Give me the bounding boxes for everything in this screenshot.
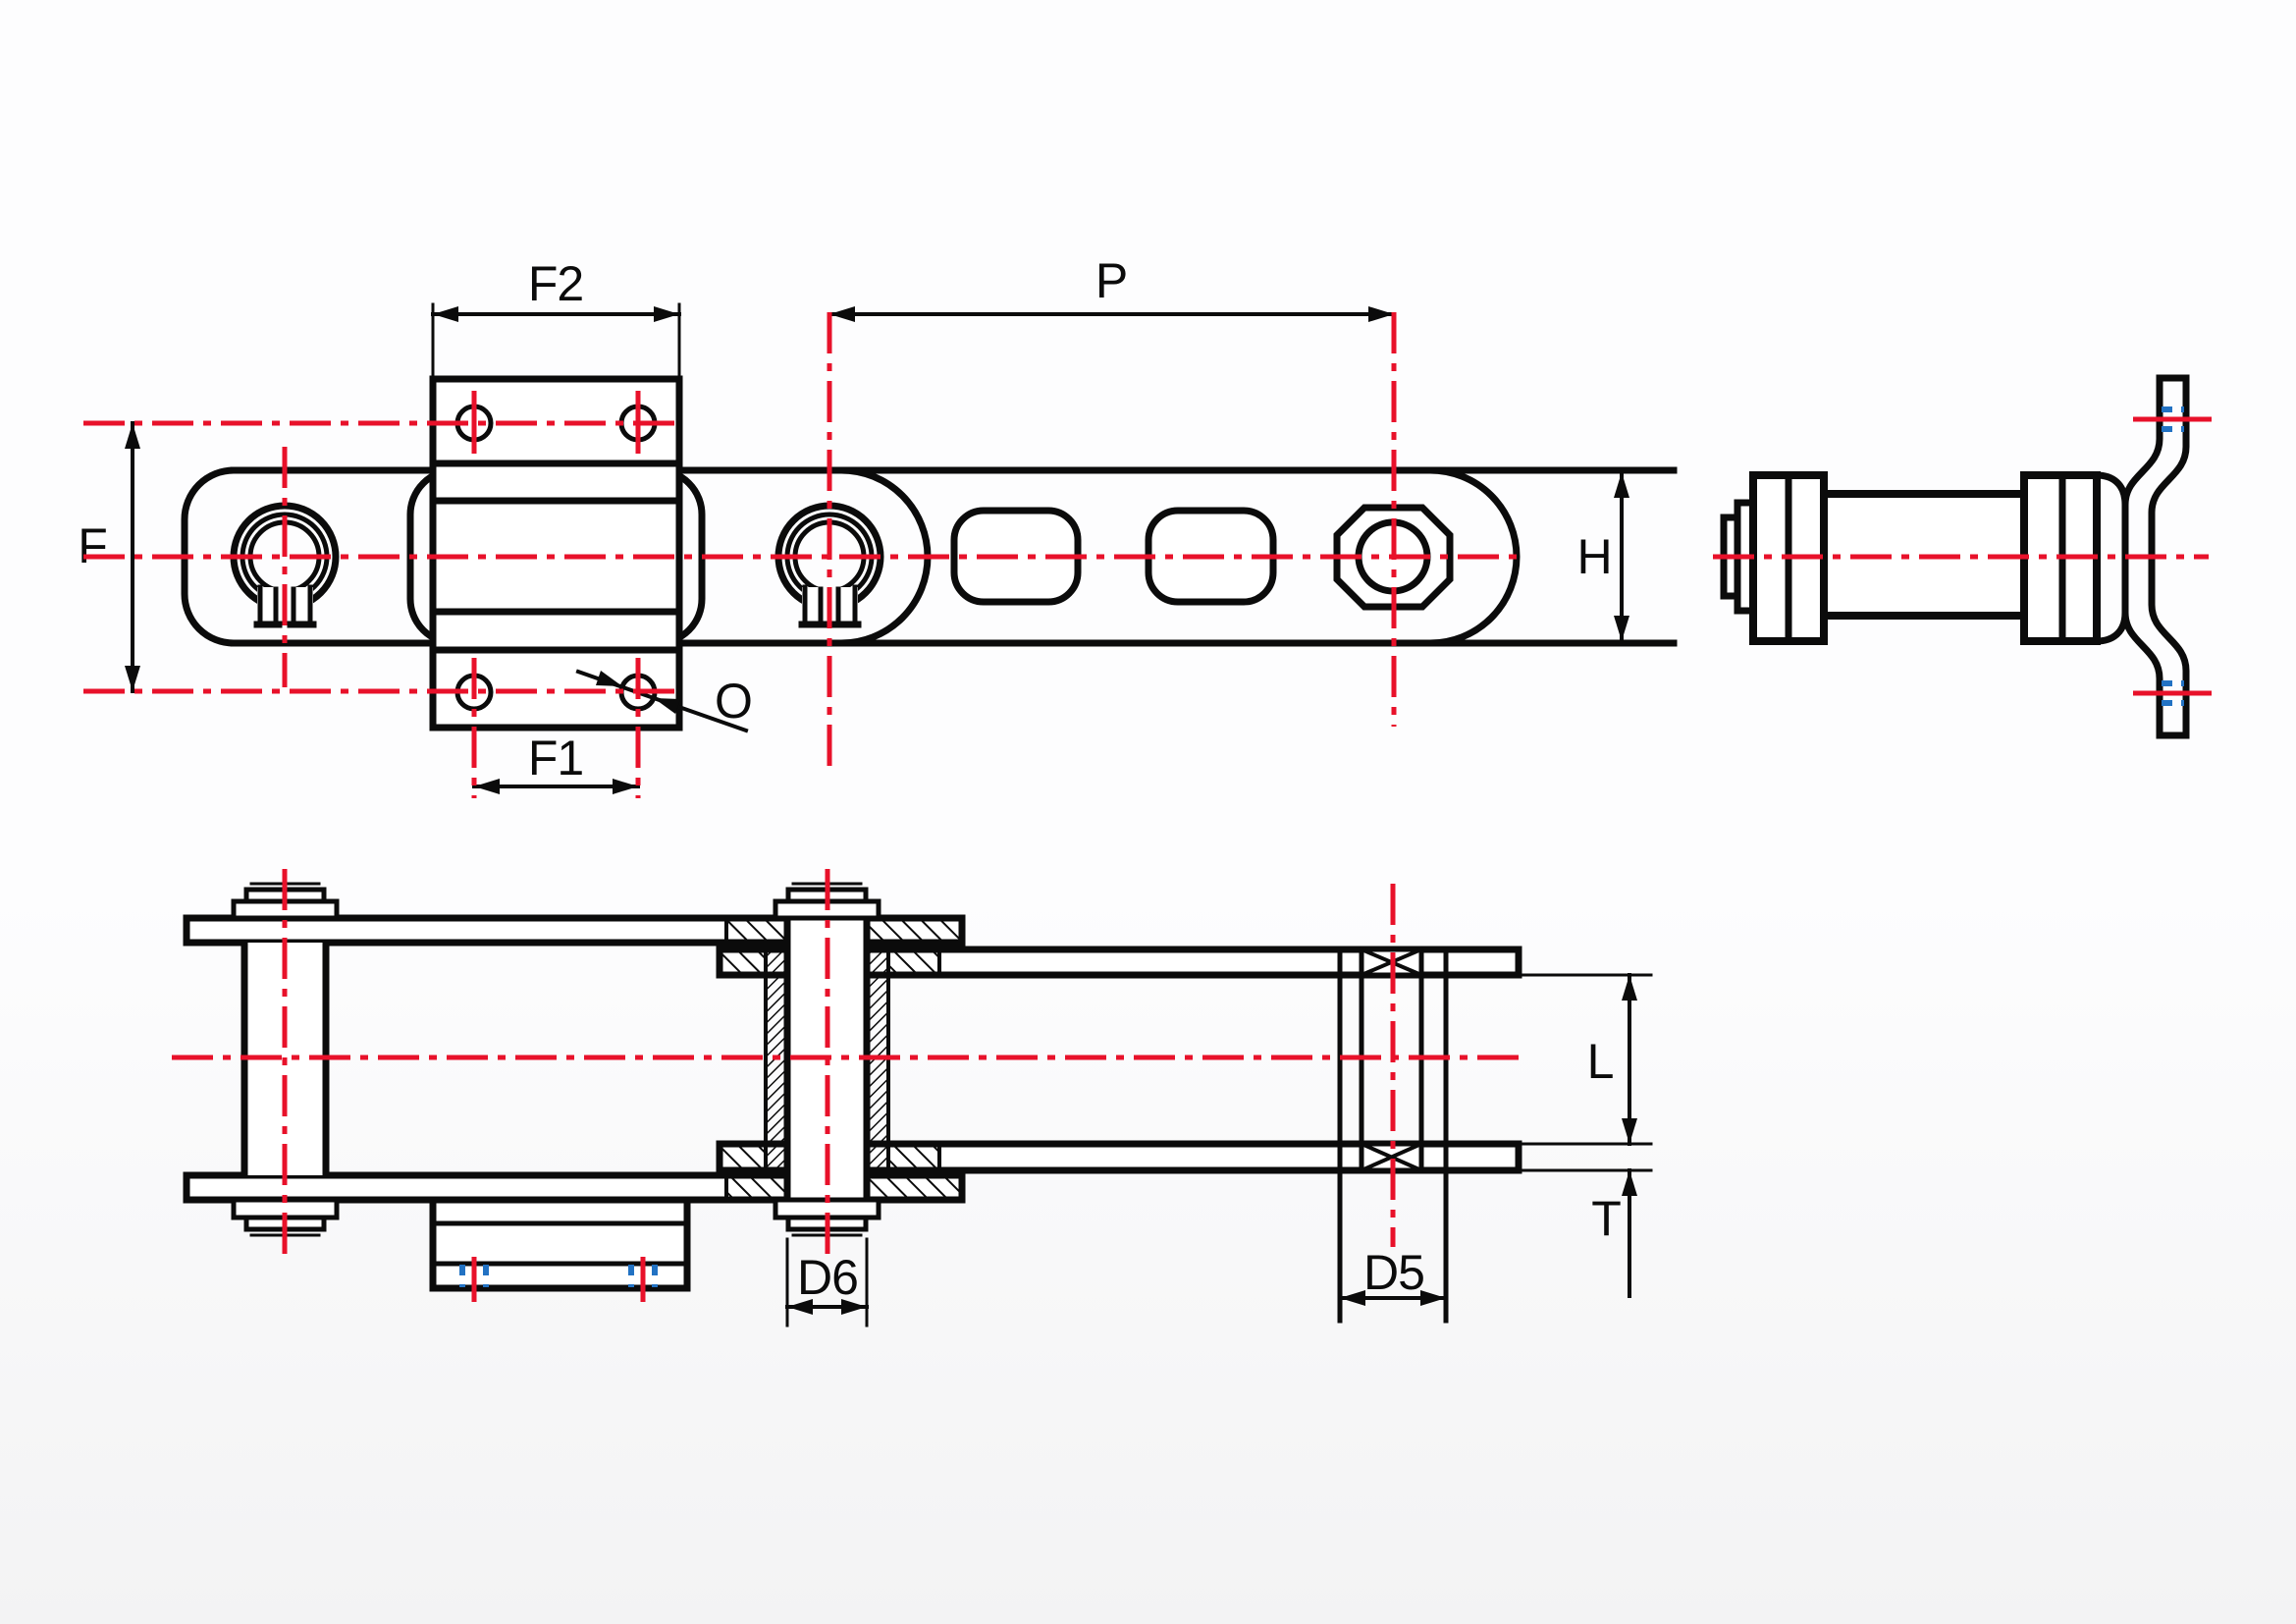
cotter-leg-left — [802, 584, 824, 627]
dim-label-f2: F2 — [528, 256, 583, 311]
d5-arrow-right — [1420, 1290, 1446, 1306]
dim-label-d5: D5 — [1363, 1245, 1424, 1300]
p-arrow-right — [1368, 306, 1394, 322]
hatch-outer-top-left — [724, 916, 789, 945]
side-centerlines — [172, 869, 1522, 1302]
hole-tick-top — [471, 391, 641, 454]
o-arrow-lower — [654, 698, 680, 714]
side-view: D6 D5 L T — [172, 869, 1653, 1327]
attachment-side — [429, 1196, 691, 1292]
f-arrow-top — [125, 423, 140, 449]
dim-label-l: L — [1587, 1034, 1614, 1089]
f2-arrow-left — [433, 306, 458, 322]
hatch-outer-bottom-right — [865, 1173, 964, 1202]
hatch-inner-top-right — [886, 947, 941, 977]
attachment-flange-tips — [2156, 374, 2190, 739]
dim-label-t: T — [1591, 1191, 1621, 1246]
attachment-hole-ticks — [471, 1257, 646, 1302]
hidden-hole-top — [2162, 406, 2184, 432]
hatch-inner-bottom-left — [718, 1142, 768, 1172]
f1-arrow-left — [474, 779, 500, 794]
hatch-outer-bottom-left — [724, 1173, 789, 1202]
bushing-edges — [1337, 947, 1449, 1324]
dim-label-f: F — [78, 518, 107, 573]
plan-view: F2 P F F1 O H — [78, 253, 1678, 798]
end-view-hole-marks — [2133, 406, 2212, 706]
d6-arrow-left — [787, 1299, 813, 1315]
dim-label-f1: F1 — [528, 731, 583, 785]
hole-tick-bottom — [471, 658, 641, 798]
cotter-leg-left — [257, 584, 279, 627]
f2-arrow-right — [654, 306, 679, 322]
cotter-leg-right — [291, 584, 313, 627]
bowtie-cross — [1359, 1141, 1424, 1173]
h-arrow-bottom — [1614, 616, 1629, 641]
dim-label-h: H — [1576, 529, 1611, 584]
plan-dimensions: F2 P F F1 O H — [78, 253, 1629, 794]
d6-arrow-right — [841, 1299, 867, 1315]
hatch-inner-top-left — [718, 947, 768, 977]
dim-label-d6: D6 — [797, 1250, 858, 1305]
hidden-hole-bottom — [2162, 680, 2184, 706]
dim-label-o: O — [715, 674, 752, 729]
t-arrow — [1622, 1170, 1637, 1196]
attachment-joint-curves — [2093, 471, 2129, 645]
f-arrow-bottom — [125, 666, 140, 691]
hatch-inner-bottom-right — [886, 1142, 941, 1172]
h-arrow-top — [1614, 472, 1629, 498]
end-view — [1713, 374, 2212, 739]
l-arrow-bottom — [1622, 1118, 1637, 1144]
p-arrow-left — [829, 306, 855, 322]
l-arrow-top — [1622, 975, 1637, 1001]
cotter-leg-right — [835, 584, 858, 627]
dim-label-p: P — [1095, 253, 1127, 308]
o-arrow-upper — [596, 671, 622, 686]
side-dimensions: D6 D5 L T — [785, 973, 1653, 1327]
d5-arrow-left — [1340, 1290, 1365, 1306]
f1-arrow-right — [613, 779, 638, 794]
attachment-body — [429, 1196, 691, 1292]
hatch-outer-top-right — [865, 916, 964, 945]
plan-centerlines — [83, 312, 1522, 798]
d6-extension-lines — [785, 1237, 869, 1327]
attachment-plate-plan — [429, 375, 683, 731]
